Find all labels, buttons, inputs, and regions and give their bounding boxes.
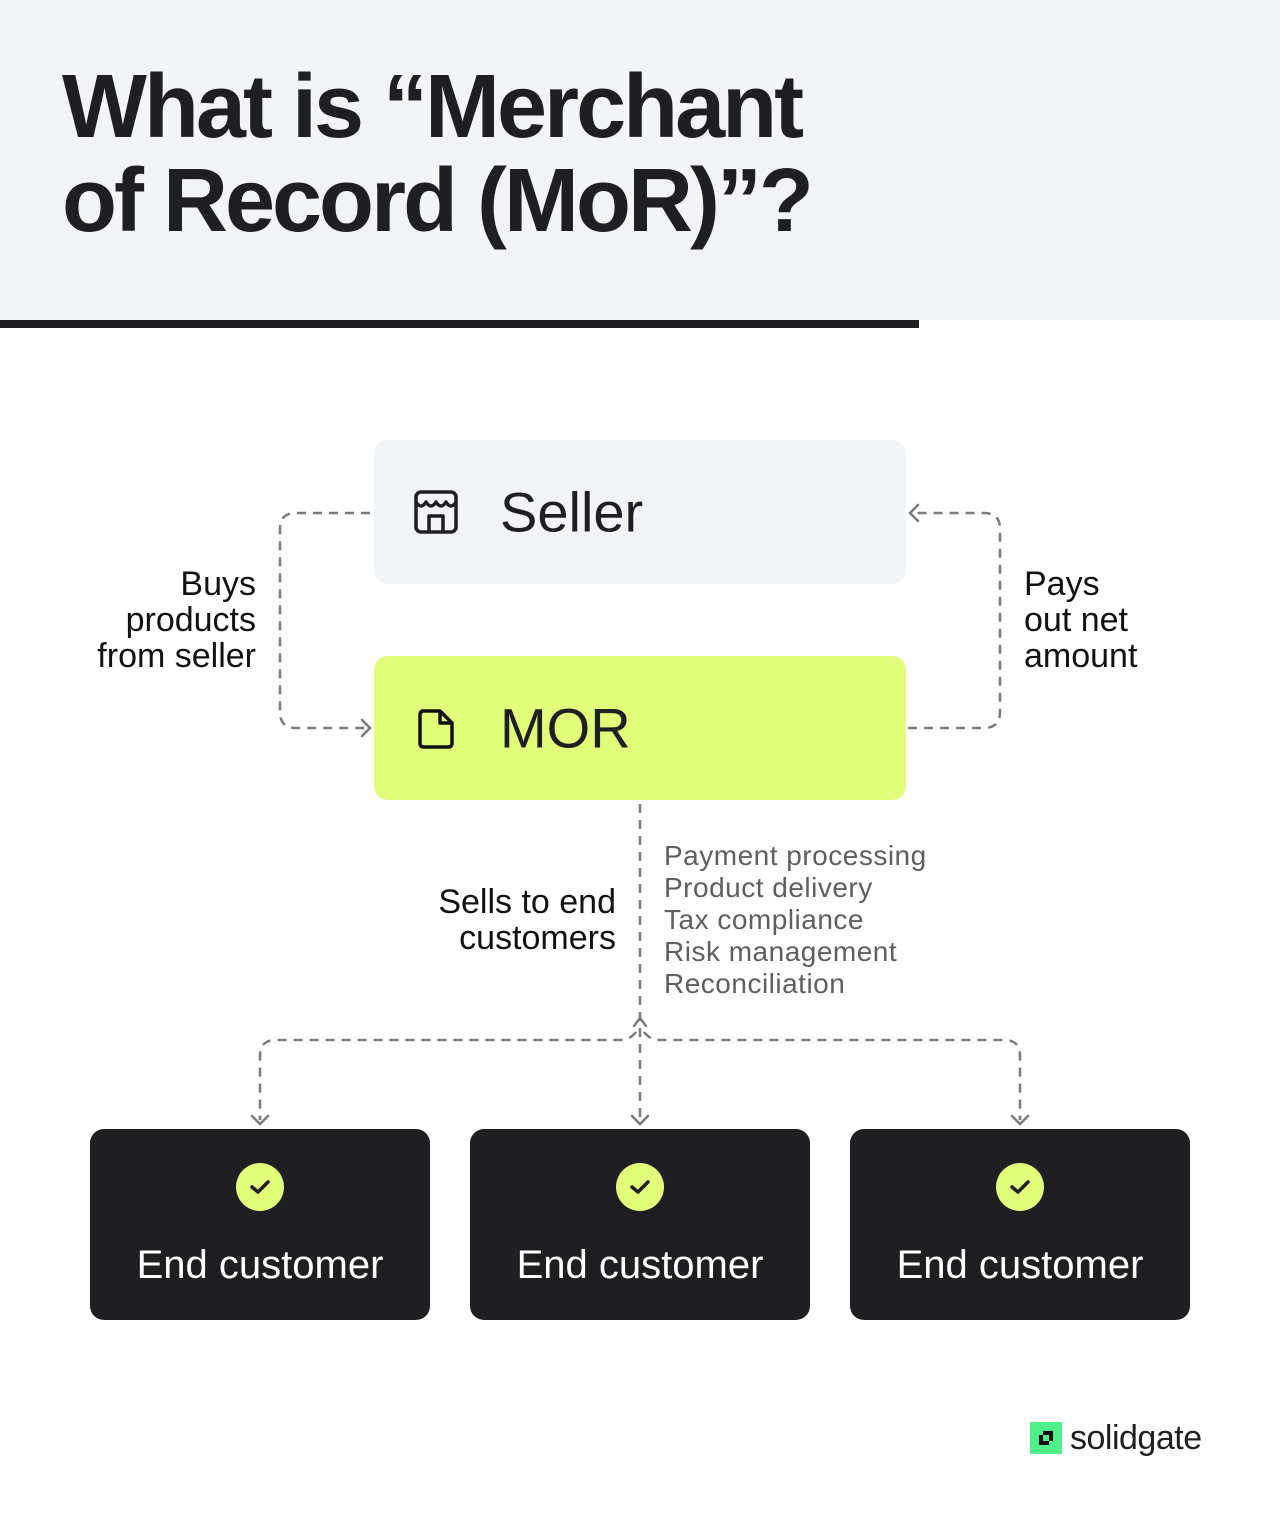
header-band [0, 0, 1280, 320]
check-circle-icon [236, 1163, 284, 1211]
service-item: Payment processing [664, 840, 927, 871]
end-customer-label: End customer [516, 1243, 764, 1287]
end-customer-card: End customer [850, 1129, 1190, 1320]
buys-line-3: from seller [97, 637, 256, 675]
end-customer-label: End customer [896, 1243, 1144, 1287]
pays-line-2: out net [1024, 601, 1128, 639]
sells-to-customers-label: Sells to end customers [380, 884, 616, 956]
buys-line-1: Buys [180, 565, 256, 603]
buys-line-2: products [125, 601, 256, 639]
buys-products-label: Buys products from seller [40, 566, 256, 674]
title-line-2: of Record (MoR)”? [62, 151, 814, 251]
mor-node: MOR [374, 656, 906, 800]
mor-services-list: Payment processing Product delivery Tax … [664, 840, 927, 1000]
service-item: Reconciliation [664, 968, 846, 999]
end-customer-card: End customer [90, 1129, 430, 1320]
service-item: Product delivery [664, 872, 873, 903]
file-icon [414, 706, 458, 750]
store-icon [414, 490, 458, 534]
seller-label: Seller [500, 480, 644, 544]
check-circle-icon [996, 1163, 1044, 1211]
end-customer-label: End customer [136, 1243, 384, 1287]
pays-line-3: amount [1024, 637, 1138, 675]
sells-line-2: customers [459, 919, 616, 957]
end-customer-card: End customer [470, 1129, 810, 1320]
solidgate-logo: solidgate [1030, 1420, 1202, 1456]
service-item: Tax compliance [664, 904, 864, 935]
brand-name: solidgate [1070, 1419, 1202, 1457]
solidgate-logo-icon [1030, 1422, 1062, 1454]
title-line-1: What is “Merchant [62, 57, 804, 157]
mor-label: MOR [500, 696, 631, 760]
seller-node: Seller [374, 440, 906, 584]
sells-line-1: Sells to end [438, 883, 616, 921]
title-divider [0, 320, 919, 328]
pays-line-1: Pays [1024, 565, 1100, 603]
page-title: What is “Merchant of Record (MoR)”? [62, 60, 962, 248]
pays-out-label: Pays out net amount [1024, 566, 1224, 674]
service-item: Risk management [664, 936, 898, 967]
check-circle-icon [616, 1163, 664, 1211]
